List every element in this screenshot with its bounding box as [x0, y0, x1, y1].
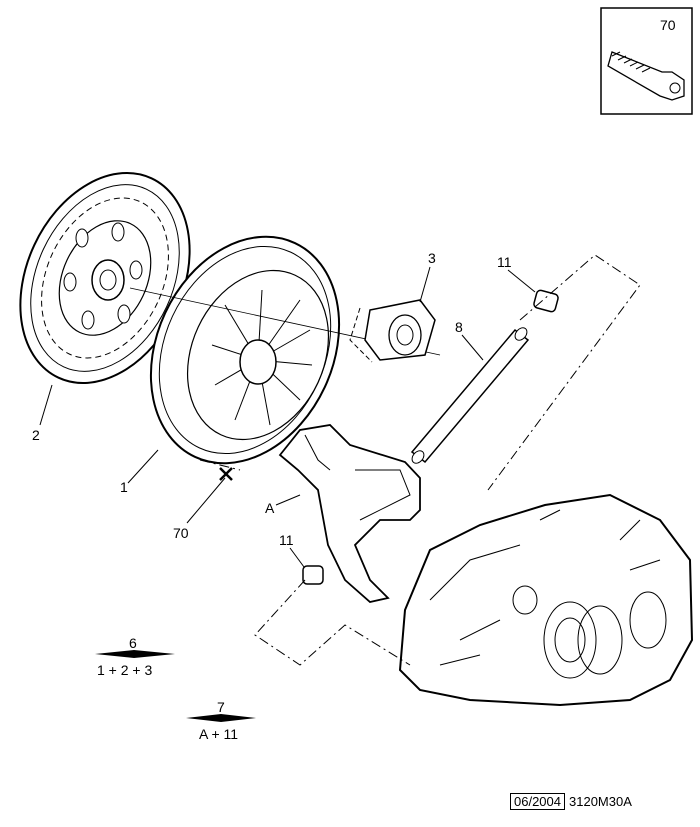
footer-code: 3120M30A — [569, 794, 632, 809]
callout-8: 8 — [455, 319, 463, 335]
cross-marker-icon — [219, 467, 233, 481]
phantom-lines — [199, 254, 641, 666]
kit-6-number: 6 — [129, 635, 137, 651]
bush-bottom — [302, 565, 324, 585]
release-bearing — [349, 299, 436, 363]
footer-reference: 06/2004 3120M30A — [510, 793, 632, 810]
kit-arrow-icon — [186, 714, 256, 722]
callout-A: A — [265, 500, 275, 516]
screw-icon — [607, 51, 685, 101]
kit-7: 7 A + 11 — [186, 699, 256, 742]
callout-2: 2 — [32, 427, 40, 443]
gearbox-housing — [398, 493, 694, 707]
pressure-plate — [129, 235, 441, 465]
guide-tube — [410, 327, 530, 464]
kit-6: 6 1 + 2 + 3 — [95, 635, 175, 678]
inset-screw-box: 70 — [600, 7, 693, 115]
callout-3: 3 — [428, 250, 436, 266]
kit-7-number: 7 — [217, 699, 225, 715]
callout-11-top: 11 — [497, 254, 512, 270]
kit-6-contents: 1 + 2 + 3 — [97, 662, 152, 678]
inset-label: 70 — [660, 17, 676, 33]
kit-arrow-icon — [95, 650, 175, 658]
bush-top — [533, 289, 559, 313]
footer-date: 06/2004 — [510, 793, 565, 810]
callout-leaders — [39, 266, 536, 568]
callout-1: 1 — [120, 479, 128, 495]
clutch-disc — [19, 171, 191, 385]
callout-70: 70 — [173, 525, 189, 541]
callout-11-bottom: 11 — [279, 532, 294, 548]
kit-7-contents: A + 11 — [199, 726, 238, 742]
release-fork — [278, 424, 421, 603]
